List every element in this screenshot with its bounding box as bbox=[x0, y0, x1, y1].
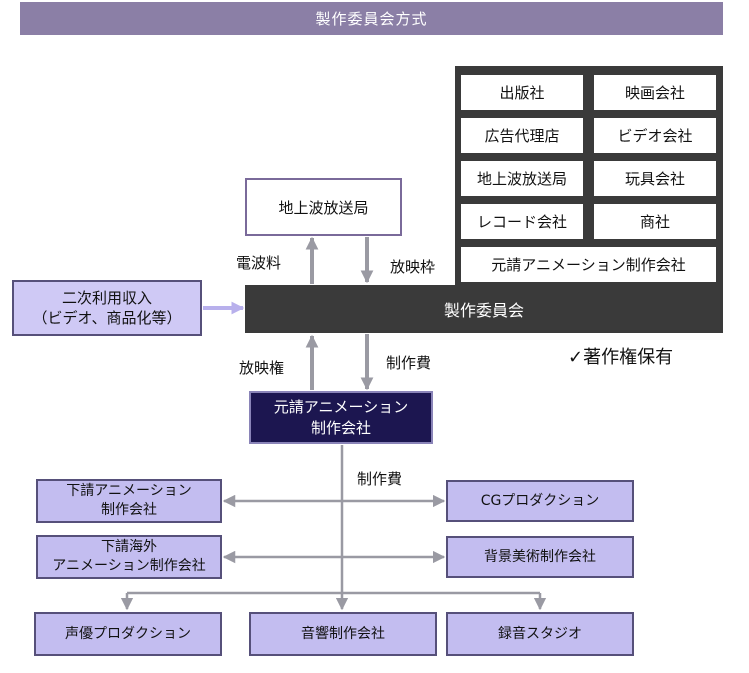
secondary-income-box: 二次利用収入 （ビデオ、商品化等） bbox=[12, 280, 202, 336]
label-radio-fee: 電波料 bbox=[236, 254, 282, 272]
overseas-anime-studio-box: 下請海外 アニメーション制作会社 bbox=[36, 535, 222, 579]
member-prime-studio: 元請アニメーション制作会社 bbox=[461, 247, 716, 282]
sub-anime-studio-box: 下請アニメーション 制作会社 bbox=[36, 479, 222, 523]
member-ad-agency: 広告代理店 bbox=[461, 118, 583, 153]
member-broadcaster: 地上波放送局 bbox=[461, 161, 583, 196]
label-production-cost: 制作費 bbox=[386, 354, 432, 372]
member-trading-company: 商社 bbox=[594, 204, 716, 239]
member-video-company: ビデオ会社 bbox=[594, 118, 716, 153]
label-broadcast-slot: 放映枠 bbox=[390, 258, 436, 276]
copyright-note: ✓著作権保有 bbox=[568, 347, 674, 368]
label-production-cost-sub: 制作費 bbox=[357, 470, 403, 488]
member-toy-company: 玩具会社 bbox=[594, 161, 716, 196]
sound-production-box: 音響制作会社 bbox=[249, 612, 437, 656]
member-publisher: 出版社 bbox=[461, 75, 583, 110]
recording-studio-box: 録音スタジオ bbox=[446, 612, 634, 656]
member-record-company: レコード会社 bbox=[461, 204, 583, 239]
cg-production-box: CGプロダクション bbox=[446, 480, 634, 522]
production-committee-bar: 製作委員会 bbox=[245, 285, 723, 333]
prime-studio-box: 元請アニメーション 制作会社 bbox=[249, 391, 433, 444]
label-broadcast-rights: 放映権 bbox=[239, 359, 285, 377]
broadcaster-box: 地上波放送局 bbox=[245, 178, 402, 236]
background-art-studio-box: 背景美術制作会社 bbox=[446, 536, 634, 578]
member-film-company: 映画会社 bbox=[594, 75, 716, 110]
voice-actor-agency-box: 声優プロダクション bbox=[34, 612, 222, 656]
page-title: 製作委員会方式 bbox=[20, 2, 723, 35]
